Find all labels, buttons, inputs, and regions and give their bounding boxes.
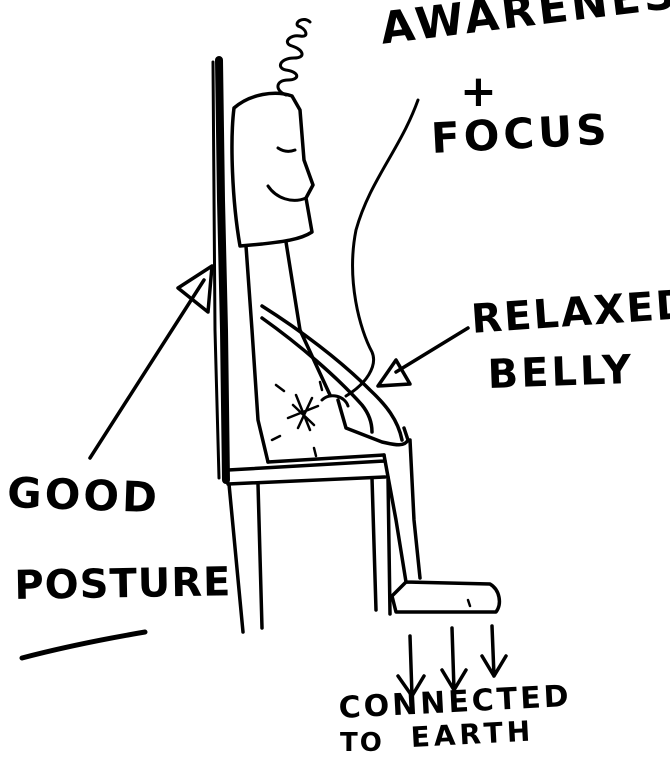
ground-arrow-2	[442, 628, 466, 690]
posture-arrow	[90, 280, 204, 458]
belly-arrow-head	[378, 360, 410, 386]
label-plus: +	[460, 70, 497, 114]
posture-underline	[22, 632, 145, 658]
label-focus: FOCUS	[430, 109, 612, 160]
ground-arrow-3	[482, 626, 506, 676]
belly-sparkle	[272, 382, 322, 456]
label-to: TO	[340, 730, 384, 756]
label-earth: EARTH	[410, 718, 535, 752]
label-belly: BELLY	[487, 350, 635, 395]
torso-back	[246, 246, 268, 462]
closed-eye	[278, 148, 295, 151]
label-posture: POSTURE	[14, 562, 232, 606]
label-good: GOOD	[7, 472, 161, 519]
chair-seat	[228, 461, 385, 484]
arm	[262, 306, 402, 440]
belly-arrow	[396, 328, 468, 372]
chair-leg-front	[372, 477, 390, 614]
posture-arrow-head	[178, 266, 212, 312]
energy-spiral	[278, 19, 310, 95]
smile	[268, 186, 306, 200]
head	[232, 93, 313, 246]
torso-front	[286, 242, 330, 395]
belly-center	[322, 396, 348, 406]
awareness-pointer	[346, 100, 418, 396]
foot-toe-mark	[468, 600, 470, 606]
foot	[392, 582, 499, 612]
chair-back	[219, 60, 226, 480]
chair-leg-back	[229, 484, 262, 632]
